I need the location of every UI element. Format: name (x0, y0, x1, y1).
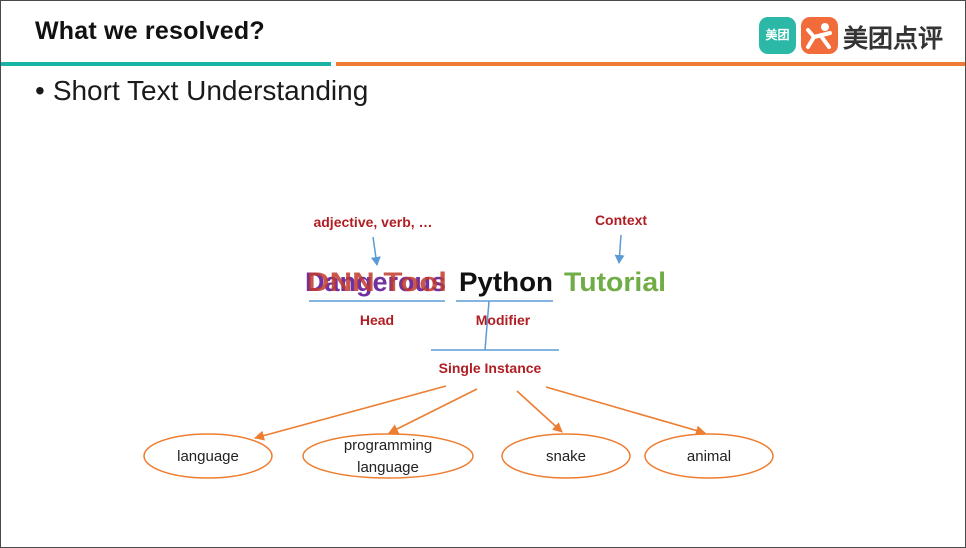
concept-programming-language-label-line1: programming (344, 437, 432, 454)
arrow-to-animal (545, 386, 706, 436)
arrow-to-programming-language (388, 388, 478, 434)
word-dnn-tool: DNN Tool (307, 267, 447, 297)
bullet-dot: • (35, 75, 45, 106)
title-underline-orange (336, 62, 965, 66)
concept-snake-ellipse (501, 433, 631, 479)
arrow-to-language (254, 385, 447, 441)
meituan-logo-icon: 美团 (759, 17, 796, 54)
arrow-context-to-word (614, 234, 625, 264)
slide-title: What we resolved? (35, 17, 265, 45)
label-adjective-verb: adjective, verb, … (313, 214, 432, 230)
label-head: Head (360, 312, 394, 328)
python-connector (484, 300, 490, 351)
concept-animal-label: animal (687, 448, 731, 465)
bullet-text: Short Text Understanding (52, 75, 369, 106)
word-python: Python (459, 267, 553, 297)
concept-programming-language-ellipse (302, 433, 474, 479)
arrow-to-snake (516, 390, 563, 433)
logo-text: 美团点评 (843, 24, 944, 53)
dianping-logo-icon (801, 17, 838, 54)
arrow-adjective-to-word (370, 236, 381, 266)
title-underline-teal (1, 62, 331, 66)
word-tutorial: Tutorial (564, 267, 666, 297)
bullet-item: •Short Text Understanding (35, 75, 368, 107)
concept-language-label: language (177, 448, 239, 465)
label-context: Context (595, 212, 647, 228)
label-single-instance: Single Instance (439, 360, 542, 376)
word-dangerous: Dangerous (305, 267, 446, 297)
concept-snake-label: snake (546, 448, 586, 465)
concept-language-ellipse (143, 433, 273, 479)
label-modifier: Modifier (476, 312, 531, 328)
brand-logo: 美团 美团点评 (759, 17, 953, 55)
concept-animal-ellipse (644, 433, 774, 479)
concept-programming-language-label-line2: language (357, 459, 419, 476)
